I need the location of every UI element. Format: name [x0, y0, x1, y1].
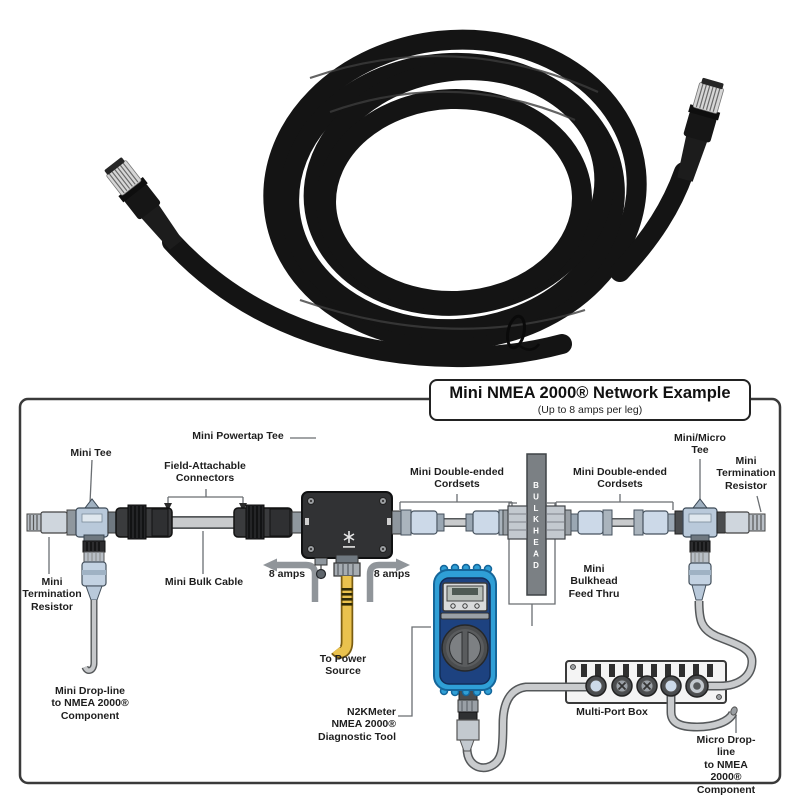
micro-drop-cable [668, 694, 736, 731]
mini-termination-resistor-left-graphic [26, 509, 77, 536]
mini-micro-tee-graphic [682, 498, 718, 542]
cable-coil-icon [162, 29, 694, 368]
field-attachable-connectors-graphic [107, 504, 303, 540]
amps-arrows [277, 561, 396, 602]
label-mini-powertap-tee: Mini Powertap Tee [192, 430, 284, 442]
label-cordsets-right: Mini Double-ended Cordsets [573, 466, 667, 491]
cable-connector-right-icon [677, 77, 724, 182]
label-mini-bulk-cable: Mini Bulk Cable [164, 576, 244, 588]
diagram-frame [18, 397, 782, 785]
leader-lines [48, 437, 762, 733]
amps-arrowhead-left [263, 558, 277, 572]
label-mini-drop-line: Mini Drop-line to NMEA 2000® Component [51, 685, 129, 722]
meter-buttons [450, 603, 480, 609]
cable-highlights [299, 54, 599, 330]
power-cable-graphic [331, 576, 354, 659]
cable-connector-left-icon [104, 157, 183, 250]
powertap-logo-icon [343, 531, 355, 543]
mini-powertap-tee-graphic [301, 491, 393, 580]
label-micro-drop-line: Micro Drop-line to NMEA 2000® Component [696, 734, 756, 796]
mini-drop-line-graphic [81, 540, 107, 674]
diagram-title: Mini NMEA 2000® Network Example [449, 384, 731, 402]
label-bulkhead: BULKHEAD [531, 481, 541, 573]
bulkhead-graphic [502, 453, 572, 596]
mini-termination-resistor-right-graphic [716, 511, 766, 534]
bracket-arrowheads [164, 503, 247, 511]
label-mini-micro-tee: Mini/Micro Tee [674, 432, 726, 457]
product-photo [104, 29, 724, 368]
network-diagram [18, 397, 782, 785]
multi-port-slots [581, 664, 713, 677]
label-n2kmeter: N2KMeter NMEA 2000® Diagnostic Tool [318, 706, 396, 743]
multi-port-ports [585, 674, 709, 698]
cable-tie-icon [505, 314, 541, 351]
label-amps-left: 8 amps [268, 568, 306, 580]
diagram-subtitle: (Up to 8 amps per leg) [537, 404, 643, 416]
label-bulkhead-feed-thru: Mini Bulkhead Feed Thru [568, 563, 620, 600]
mini-tee-graphic [75, 498, 109, 542]
cordsets-right-graphic [570, 509, 684, 536]
label-term-resistor-right: Mini Termination Resistor [716, 455, 776, 492]
diagram-title-box: Mini NMEA 2000® Network Example (Up to 8… [429, 379, 751, 421]
amps-arrowhead-right [396, 558, 410, 572]
label-cordsets-left: Mini Double-ended Cordsets [410, 466, 504, 491]
label-term-resistor-left: Mini Termination Resistor [22, 576, 82, 613]
micro-drop-cable-end [730, 706, 738, 716]
label-amps-right: 8 amps [373, 568, 411, 580]
label-to-power-source: To Power Source [319, 653, 367, 678]
meter-cable [464, 684, 592, 771]
tee-drop-cable [696, 600, 756, 689]
label-mini-tee: Mini Tee [70, 447, 112, 459]
micro-drop-connector-graphic [688, 540, 712, 601]
label-field-attachable-connectors: Field-Attachable Connectors [164, 460, 246, 485]
n2kmeter-graphic [433, 563, 497, 752]
label-multi-port-box: Multi-Port Box [576, 706, 648, 718]
